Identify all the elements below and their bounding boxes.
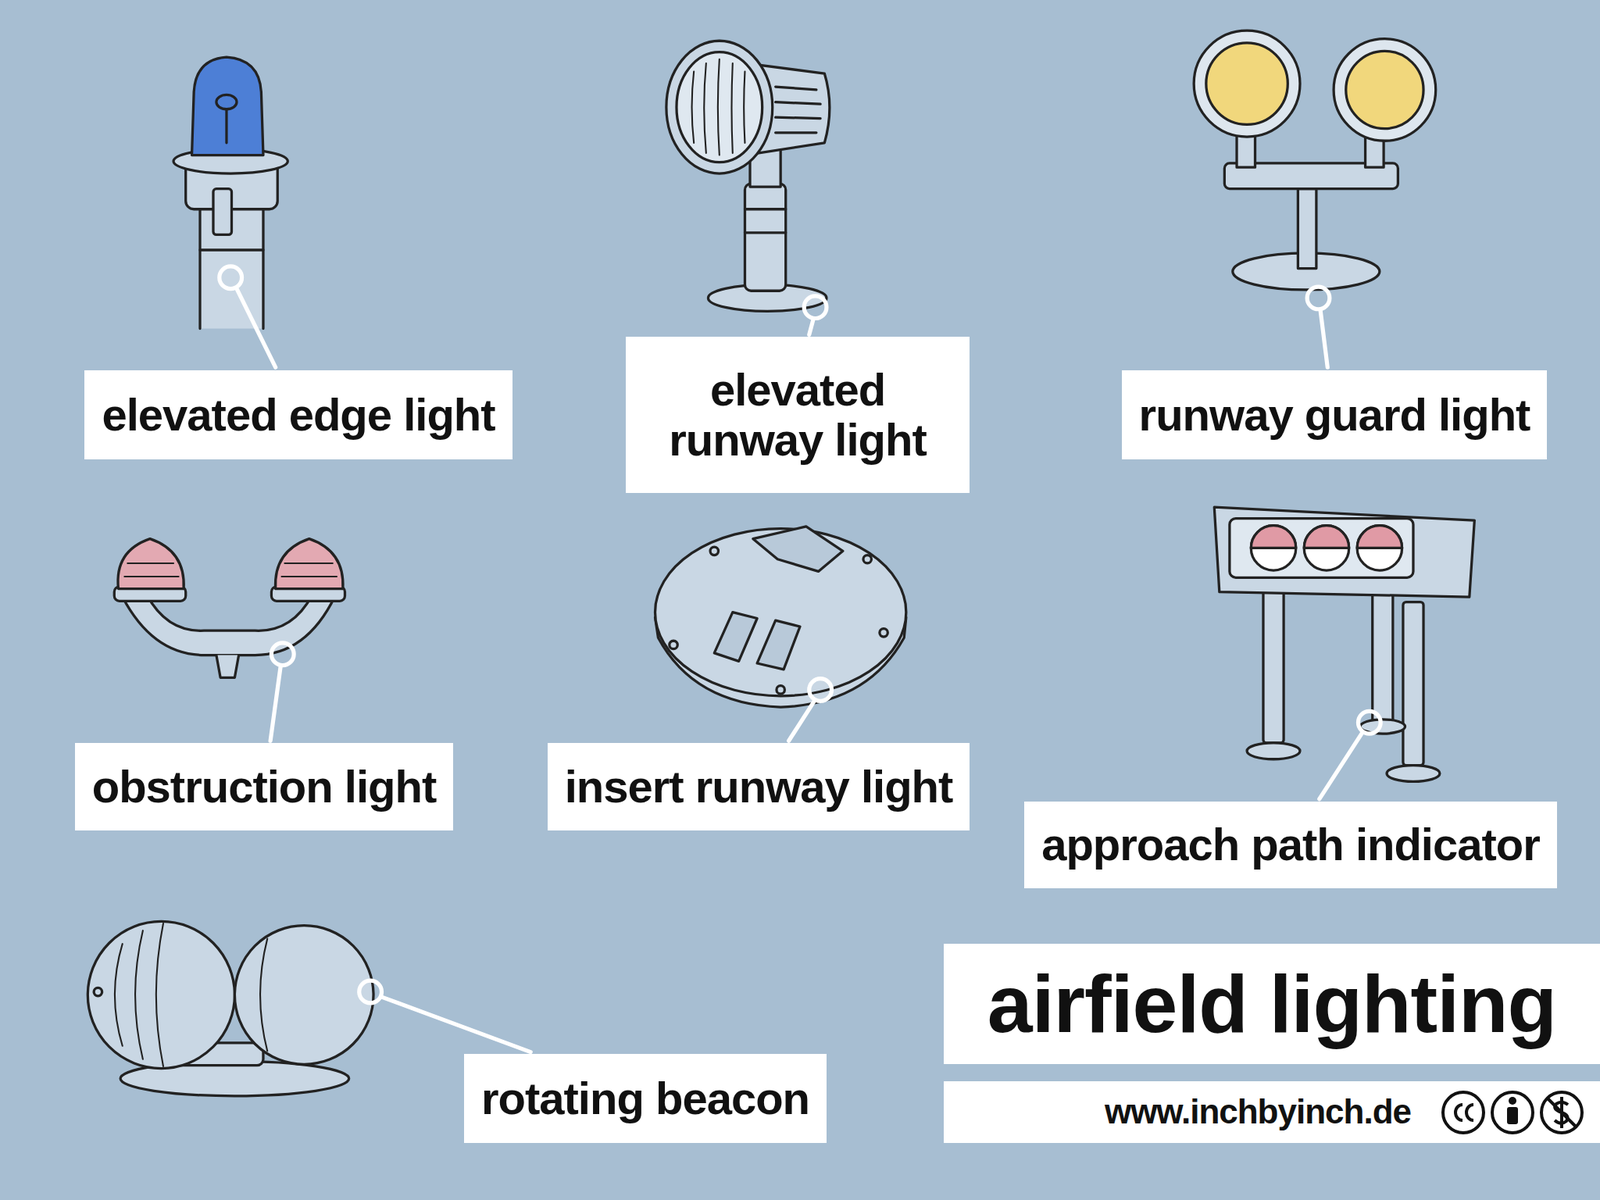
leader-lines-part [809, 678, 833, 702]
license-icons-part [1442, 1092, 1583, 1133]
label-text: approach path indicator [1041, 819, 1540, 870]
approach-indicator-figure-part [1214, 507, 1475, 597]
url-text: www.inchbyinch.de [1104, 1092, 1411, 1131]
license-icons-part-part [1455, 1104, 1463, 1121]
obstruction-light-figure-part [124, 563, 337, 577]
leader-lines-part [1319, 732, 1363, 800]
runway-light-figure-part [666, 40, 773, 174]
runway-light-figure-part [744, 183, 786, 291]
guard-light-figure-part [1193, 30, 1300, 137]
insert-light-figure [655, 526, 907, 708]
guard-light-figure-part [1206, 42, 1288, 125]
obstruction-light-figure [114, 539, 345, 679]
leader-lines-part [803, 296, 827, 319]
runway-light-figure-part [744, 231, 786, 234]
runway-light-figure-part [676, 52, 763, 163]
label-box: runway guard light [1121, 370, 1548, 460]
guard-light-figure-part [1346, 50, 1424, 129]
license-icons-part-part [1507, 1107, 1518, 1125]
license-icons-part-part [1442, 1092, 1484, 1133]
label-box: approach path indicator [1024, 801, 1558, 889]
label-text: obstruction light [92, 761, 437, 812]
license-icons-part-part [1508, 1096, 1517, 1105]
beacon-figure [87, 921, 374, 1096]
edge-light-figure-part [213, 189, 233, 236]
edge-light-figure-part [225, 109, 228, 143]
label-text: runway guard light [1139, 389, 1531, 440]
label-box: obstruction light [75, 742, 454, 831]
runway-light-figure-part [775, 86, 821, 133]
label-text: insert runway light [564, 761, 954, 812]
guard-light-figure-part [1333, 39, 1436, 142]
insert-light-figure-part [863, 555, 872, 564]
approach-indicator-figure-part [1303, 525, 1349, 571]
beacon-figure-part [93, 987, 102, 996]
insert-light-figure-part [669, 640, 678, 649]
leader-lines-part [381, 996, 531, 1053]
approach-indicator-figure-part [1372, 589, 1393, 723]
guard-light-figure [1193, 30, 1436, 290]
approach-indicator-figure-part [1263, 589, 1284, 743]
approach-indicator-figure-part [1357, 525, 1402, 571]
edge-light-figure [173, 57, 288, 329]
insert-light-figure-part [776, 685, 785, 694]
approach-indicator-figure-part [1403, 602, 1424, 766]
beacon-figure-part [87, 921, 235, 1068]
edge-light-figure-part [216, 94, 237, 109]
title-box: airfield lighting [943, 943, 1600, 1065]
approach-indicator-figure-part [1250, 525, 1296, 571]
title-text: airfield lighting [987, 959, 1557, 1049]
leader-lines-part [270, 666, 281, 741]
leader-lines-part [219, 266, 243, 290]
label-text: elevated runway light [642, 364, 953, 465]
license-icons-part-part [1466, 1104, 1474, 1121]
label-box: insert runway light [547, 742, 971, 831]
label-box: rotating beacon [464, 1053, 827, 1143]
license-icons-part-part [1492, 1092, 1533, 1133]
approach-indicator-figure-part [1303, 525, 1349, 549]
guard-light-figure-part [1297, 189, 1317, 269]
label-text: rotating beacon [481, 1073, 810, 1124]
license-icons-part-part [1541, 1092, 1583, 1133]
insert-light-figure-part [879, 628, 888, 637]
approach-indicator-figure-part [1250, 525, 1296, 549]
beacon-figure-part [260, 939, 268, 1052]
leader-lines-part [1320, 310, 1328, 368]
insert-light-figure-part [714, 612, 758, 662]
leader-lines-part [1357, 710, 1381, 734]
approach-indicator-figure [1214, 507, 1475, 782]
approach-indicator-figure-part [1386, 765, 1440, 783]
insert-light-figure-part [710, 546, 718, 555]
obstruction-light-figure-part [216, 655, 240, 679]
leader-lines-part [789, 700, 815, 741]
runway-light-figure-part [744, 207, 786, 211]
approach-indicator-figure-part [1357, 525, 1402, 549]
beacon-figure-part [114, 923, 164, 1067]
license-icons-part-part [1547, 1098, 1576, 1127]
leader-lines-part [271, 642, 294, 666]
runway-light-figure-part [692, 59, 746, 156]
beacon-figure-part [234, 925, 374, 1065]
leader-lines-part [359, 980, 383, 1004]
leader-lines-part [236, 289, 276, 368]
approach-indicator-figure-part [1229, 518, 1414, 579]
label-box: elevated runway light [625, 336, 970, 493]
leader-lines-part [809, 319, 814, 336]
insert-light-figure-part [757, 620, 800, 670]
edge-light-figure-part [200, 248, 264, 251]
approach-indicator-figure-part [1246, 742, 1300, 760]
label-box: elevated edge light [84, 370, 512, 460]
runway-light-figure [666, 40, 830, 311]
label-text: elevated edge light [101, 389, 495, 440]
leader-lines-part [1307, 286, 1330, 310]
edge-light-figure-part [192, 57, 264, 155]
insert-light-figure-part [753, 526, 843, 572]
illustration-part [87, 30, 1475, 1097]
